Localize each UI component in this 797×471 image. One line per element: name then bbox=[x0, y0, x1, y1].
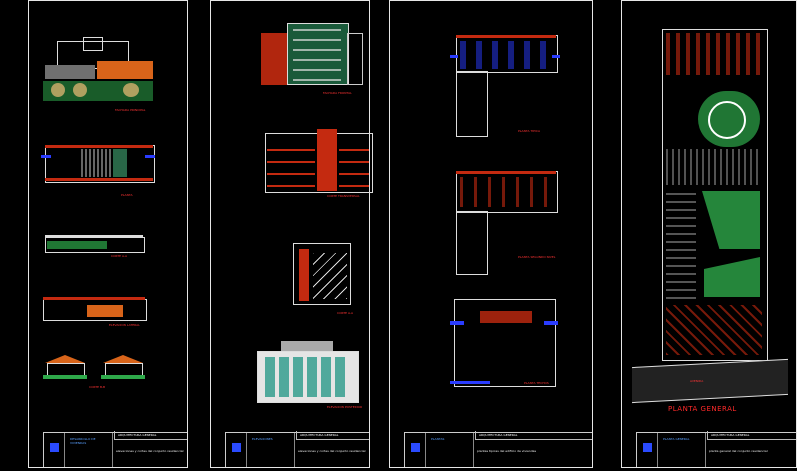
logo-icon bbox=[411, 443, 420, 452]
label-avenida: AVENIDA bbox=[690, 379, 704, 383]
title-col2: plantas tipicas del edificio de vivienda… bbox=[477, 449, 537, 453]
site-plan-drawing bbox=[662, 29, 768, 361]
title-block: ELEVACIONES ARQUITECTURA GENERAL elevaci… bbox=[225, 431, 369, 467]
facade-frontal-drawing bbox=[259, 19, 369, 85]
label-corte-a-2: CORTE A-A bbox=[337, 311, 354, 315]
label-corte-b: CORTE B-B bbox=[89, 385, 106, 389]
pavilion-drawing-2 bbox=[101, 355, 145, 381]
title-block: DESARROLLO DE VIVIENDAS ARQUITECTURA GEN… bbox=[43, 431, 187, 467]
title-col2: elevaciones y cortes del conjunto reside… bbox=[116, 449, 184, 453]
title-col2: elevaciones y cortes del conjunto reside… bbox=[298, 449, 366, 453]
label-fachada-principal: FACHADA PRINCIPAL bbox=[115, 108, 146, 112]
label-elevacion-lateral: ELEVACION LATERAL bbox=[109, 323, 140, 327]
title-col1: DESARROLLO DE VIVIENDAS bbox=[70, 437, 96, 445]
title-block: PLANTA GENERAL ARQUITECTURA GENERAL plan… bbox=[636, 431, 796, 467]
floor-plan-drawing bbox=[41, 139, 159, 189]
title-col2: planta general del conjunto residencial bbox=[709, 449, 768, 453]
title-col1: PLANTA GENERAL bbox=[663, 437, 690, 441]
second-level-plan-drawing bbox=[442, 165, 562, 277]
elevation-side-drawing bbox=[287, 239, 357, 305]
drawing-sheet-2: FACHADA FRONTAL CORTE TRANSVERSAL CORTE … bbox=[210, 0, 373, 468]
label-elevacion-posterior: ELEVACION POSTERIOR bbox=[327, 405, 363, 409]
label-corte-a: CORTE A-A bbox=[111, 254, 128, 258]
label-planta-segundo-nivel: PLANTA SEGUNDO NIVEL bbox=[518, 255, 556, 259]
facade-drawing bbox=[43, 37, 153, 103]
logo-icon bbox=[643, 443, 652, 452]
rear-elevation-drawing bbox=[257, 337, 359, 403]
typical-plan-drawing bbox=[442, 27, 560, 137]
pavilion-drawing-1 bbox=[43, 355, 87, 381]
label-planta-tipica: PLANTA TIPICA bbox=[518, 129, 541, 133]
title-col1: PLANTAS bbox=[431, 437, 445, 441]
roof-plan-drawing bbox=[450, 297, 562, 389]
label-corte-transversal: CORTE TRANSVERSAL bbox=[327, 194, 360, 198]
label-planta-general: PLANTA GENERAL bbox=[668, 405, 737, 413]
section-transversal-drawing bbox=[259, 125, 373, 193]
title-header: ARQUITECTURA GENERAL bbox=[475, 431, 592, 440]
avenue-strip bbox=[632, 358, 788, 404]
drawing-sheet-3: PLANTA TIPICA PLANTA SEGUNDO NIVEL PLANT… bbox=[389, 0, 593, 468]
label-fachada-frontal: FACHADA FRONTAL bbox=[323, 91, 352, 95]
title-header: ARQUITECTURA GENERAL bbox=[296, 431, 369, 440]
title-block: PLANTAS ARQUITECTURA GENERAL plantas tip… bbox=[404, 431, 592, 467]
drawing-sheet-1: FACHADA PRINCIPAL PLANTA CORTE A-A ELEVA… bbox=[28, 0, 188, 468]
side-elevation-drawing bbox=[43, 297, 147, 321]
title-header: ARQUITECTURA GENERAL bbox=[114, 431, 187, 440]
section-a-drawing bbox=[45, 233, 145, 253]
title-header: ARQUITECTURA GENERAL bbox=[707, 431, 796, 440]
title-col1: ELEVACIONES bbox=[252, 437, 273, 441]
label-planta: PLANTA bbox=[121, 193, 133, 197]
logo-icon bbox=[232, 443, 241, 452]
drawing-sheet-4: AVENIDA PLANTA GENERAL PLANTA GENERAL AR… bbox=[621, 0, 797, 468]
logo-icon bbox=[50, 443, 59, 452]
label-planta-techos: PLANTA TECHOS bbox=[524, 381, 549, 385]
